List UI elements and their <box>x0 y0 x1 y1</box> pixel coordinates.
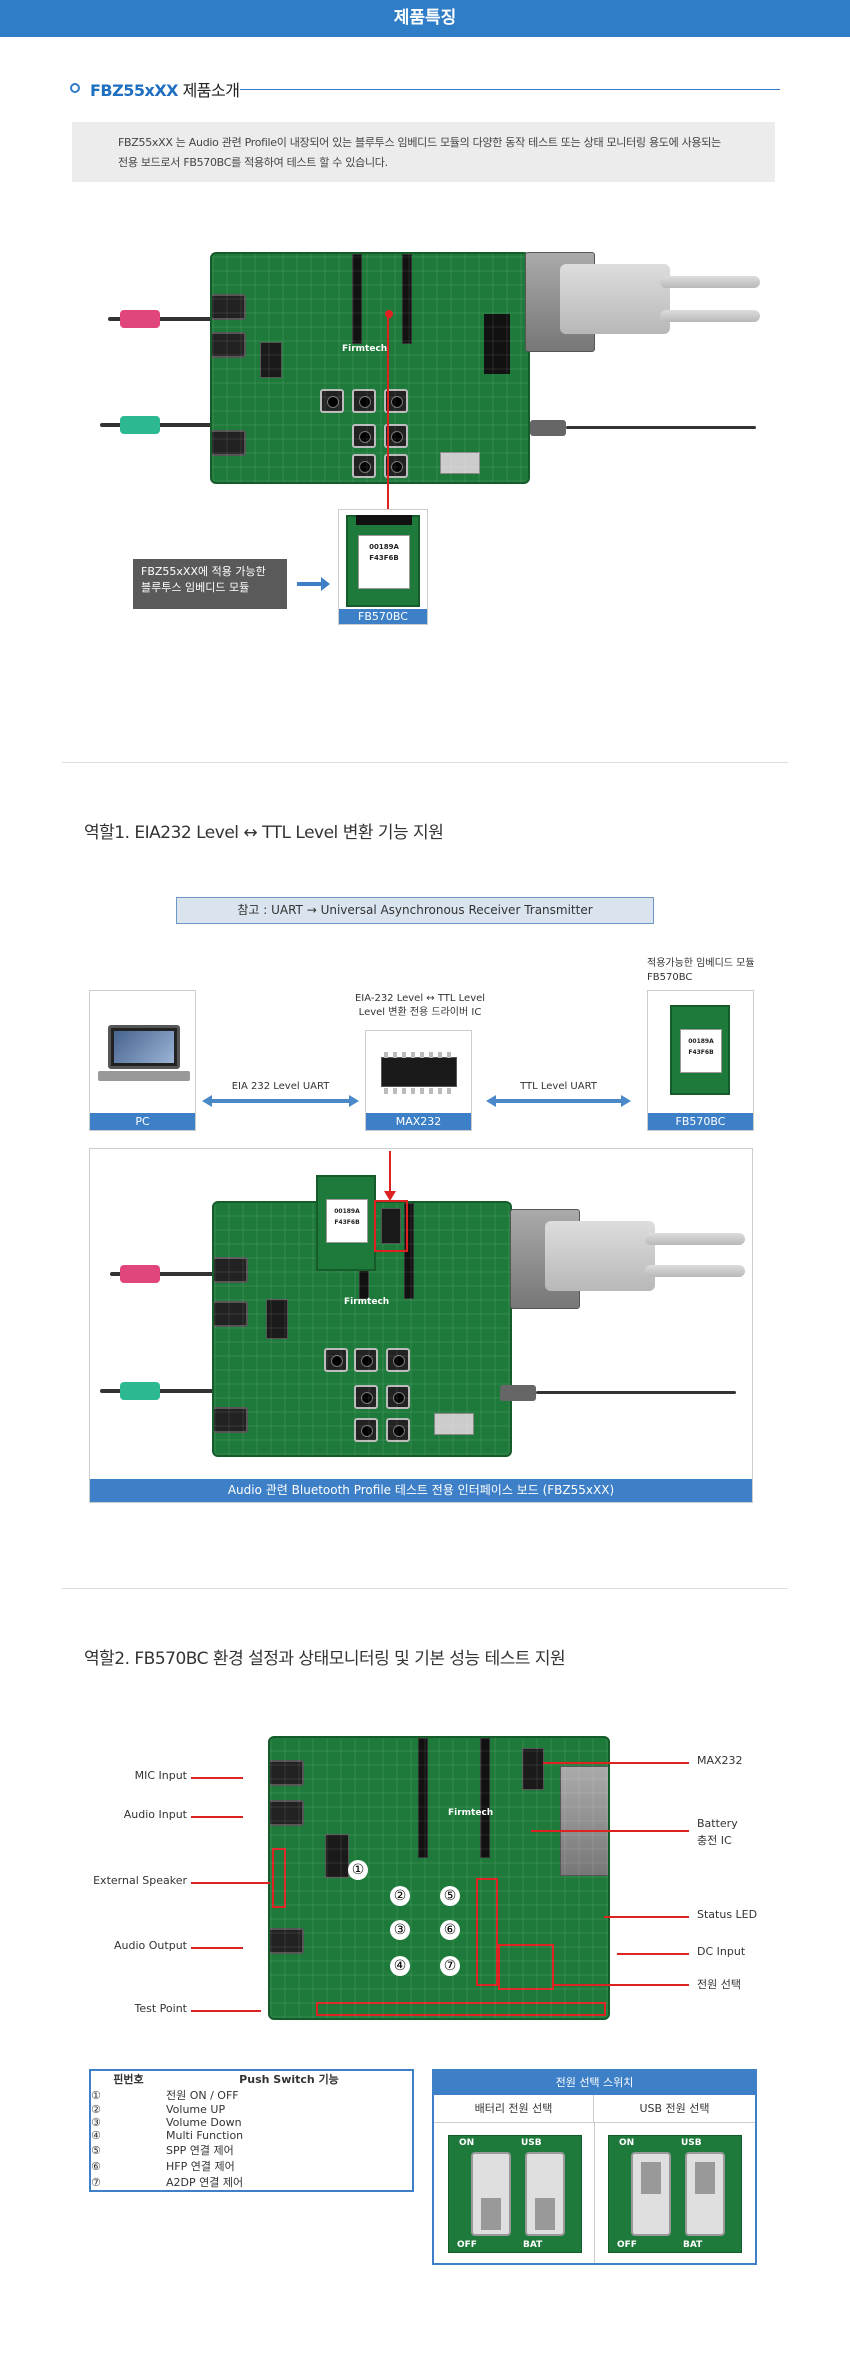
page-header-title: 제품특징 <box>0 0 850 37</box>
switch-label-bat: BAT <box>683 2240 703 2250</box>
board-photo-2: Firmtech 00189A F43F6B Audio 관련 Bluetoot… <box>89 1148 753 1503</box>
button-num-4: ④ <box>390 1956 410 1976</box>
battery-switch-photo: ON USB OFF BAT <box>448 2135 582 2253</box>
button-num-1: ① <box>348 1860 368 1880</box>
button-num-7: ⑦ <box>440 1956 460 1976</box>
pink-audio-plug <box>120 310 160 328</box>
intro-desc-line1: FBZ55xXX 는 Audio 관련 Profile이 내장되어 있는 블루투… <box>118 136 721 149</box>
power-switch-table: 전원 선택 스위치 배터리 전원 선택 USB 전원 선택 ON USB OFF… <box>432 2069 757 2265</box>
intro-desc-line2: 전용 보드로서 FB570BC를 적용하여 테스트 할 수 있습니다. <box>118 156 388 169</box>
board-logo-text: Firmtech <box>448 1808 494 1818</box>
board-photo-1: Firmtech <box>100 230 760 490</box>
intro-brand: FBZ55xXX <box>90 81 178 100</box>
module-photo: 00189A F43F6B FB570BC <box>338 509 428 625</box>
switch-label-on: ON <box>459 2138 475 2148</box>
module-code2: F43F6B <box>369 554 399 562</box>
callout-battery: Battery <box>697 1817 738 1830</box>
button-num-2: ② <box>390 1886 410 1906</box>
board-logo-text: Firmtech <box>342 344 388 354</box>
table-header-num: 핀번호 <box>113 2073 144 2086</box>
callout-line <box>387 316 389 511</box>
arrow-right-icon <box>297 577 330 591</box>
intro-title-rest: 제품소개 <box>177 81 240 100</box>
ic-chip-icon <box>381 1052 457 1094</box>
green-audio-plug <box>120 416 160 434</box>
switch-label-bat: BAT <box>523 2240 543 2250</box>
module-code2: F43F6B <box>688 1049 714 1056</box>
fb570bc-card: 00189A F43F6B FB570BC <box>647 990 754 1131</box>
intro-section-title: FBZ55xXX 제품소개 <box>90 77 240 101</box>
switch-label-off: OFF <box>617 2240 637 2250</box>
callout-power-select: 전원 선택 <box>697 1978 741 1991</box>
switch-label-off: OFF <box>457 2240 477 2250</box>
link-left-label: EIA 232 Level UART <box>231 1081 330 1092</box>
max232-highlight-box <box>374 1200 408 1252</box>
button-num-3: ③ <box>390 1920 410 1940</box>
module-name-label: FB570BC <box>339 609 427 624</box>
module-note-line2: 블루투스 임베디드 모듈 <box>141 581 250 594</box>
board-caption: Audio 관련 Bluetooth Profile 테스트 전용 인터페이스 … <box>90 1479 752 1502</box>
power-table-header: 전원 선택 스위치 <box>434 2071 755 2095</box>
fb570bc-caption: 적용가능한 임베디드 모듈 FB570BC <box>647 957 755 985</box>
intro-description: FBZ55xXX 는 Audio 관련 Profile이 내장되어 있는 블루투… <box>72 122 775 182</box>
max232-caption-line1: EIA-232 Level ↔ TTL Level <box>354 993 486 1004</box>
callout-dc-input: DC Input <box>697 1945 746 1958</box>
fb570bc-label: FB570BC <box>648 1113 753 1130</box>
pcb-board: Firmtech <box>210 252 530 484</box>
fb570bc-caption-line1: 적용가능한 임베디드 모듈 <box>647 958 755 969</box>
max232-label: MAX232 <box>366 1113 471 1130</box>
module-note-box: FBZ55xXX에 적용 가능한 블루투스 임베디드 모듈 <box>133 559 287 609</box>
callout-max232: MAX232 <box>697 1754 743 1767</box>
role1-title: 역할1. EIA232 Level ↔ TTL Level 변환 기능 지원 <box>84 823 444 843</box>
role2-title: 역할2. FB570BC 환경 설정과 상태모니터링 및 기본 성능 테스트 지… <box>84 1649 566 1669</box>
double-arrow-left-icon <box>202 1095 359 1107</box>
pc-label: PC <box>90 1113 195 1130</box>
section-divider-line <box>240 89 780 90</box>
section-divider <box>62 1588 788 1589</box>
fb570bc-caption-line2: FB570BC <box>647 972 693 983</box>
module-code1: 00189A <box>334 1208 360 1215</box>
max232-caption-line2: Level 변환 전용 드라이버 IC <box>358 1007 482 1018</box>
section-divider <box>62 762 788 763</box>
button-num-5: ⑤ <box>440 1886 460 1906</box>
callout-charge-ic: 충전 IC <box>697 1834 732 1847</box>
callout-status-led: Status LED <box>697 1908 758 1921</box>
module-code1: 00189A <box>369 543 399 551</box>
power-col-usb: USB 전원 선택 <box>594 2095 755 2123</box>
module-code2: F43F6B <box>334 1219 360 1226</box>
uart-note: 참고 : UART → Universal Asynchronous Recei… <box>176 897 654 924</box>
double-arrow-right-icon <box>486 1095 631 1107</box>
callout-test-point: Test Point <box>134 2002 187 2015</box>
callout-audio-input: Audio Input <box>123 1808 187 1821</box>
board-logo-text: Firmtech <box>344 1297 390 1307</box>
switch-label-usb: USB <box>681 2138 702 2148</box>
module-note-line1: FBZ55xXX에 적용 가능한 <box>141 565 266 578</box>
pc-card: PC <box>89 990 196 1131</box>
board-photo-3: Firmtech ① ② ③ ④ ⑤ ⑥ ⑦ <box>268 1736 610 2020</box>
callout-external-speaker: External Speaker <box>93 1874 187 1887</box>
callout-audio-output: Audio Output <box>114 1939 187 1952</box>
table-header-function: Push Switch 기능 <box>239 2073 339 2086</box>
switch-label-usb: USB <box>521 2138 542 2148</box>
switch-label-on: ON <box>619 2138 635 2148</box>
callout-mic-input: MIC Input <box>134 1769 187 1782</box>
button-num-6: ⑥ <box>440 1920 460 1940</box>
module-code1: 00189A <box>688 1038 714 1045</box>
laptop-icon <box>108 1025 180 1069</box>
link-right-label: TTL Level UART <box>520 1081 597 1092</box>
section-bullet-icon <box>70 83 80 93</box>
max232-caption: EIA-232 Level ↔ TTL Level Level 변환 전용 드라… <box>330 992 510 1020</box>
power-col-battery: 배터리 전원 선택 <box>434 2095 594 2123</box>
usb-switch-photo: ON USB OFF BAT <box>608 2135 742 2253</box>
max232-card: MAX232 <box>365 1030 472 1131</box>
